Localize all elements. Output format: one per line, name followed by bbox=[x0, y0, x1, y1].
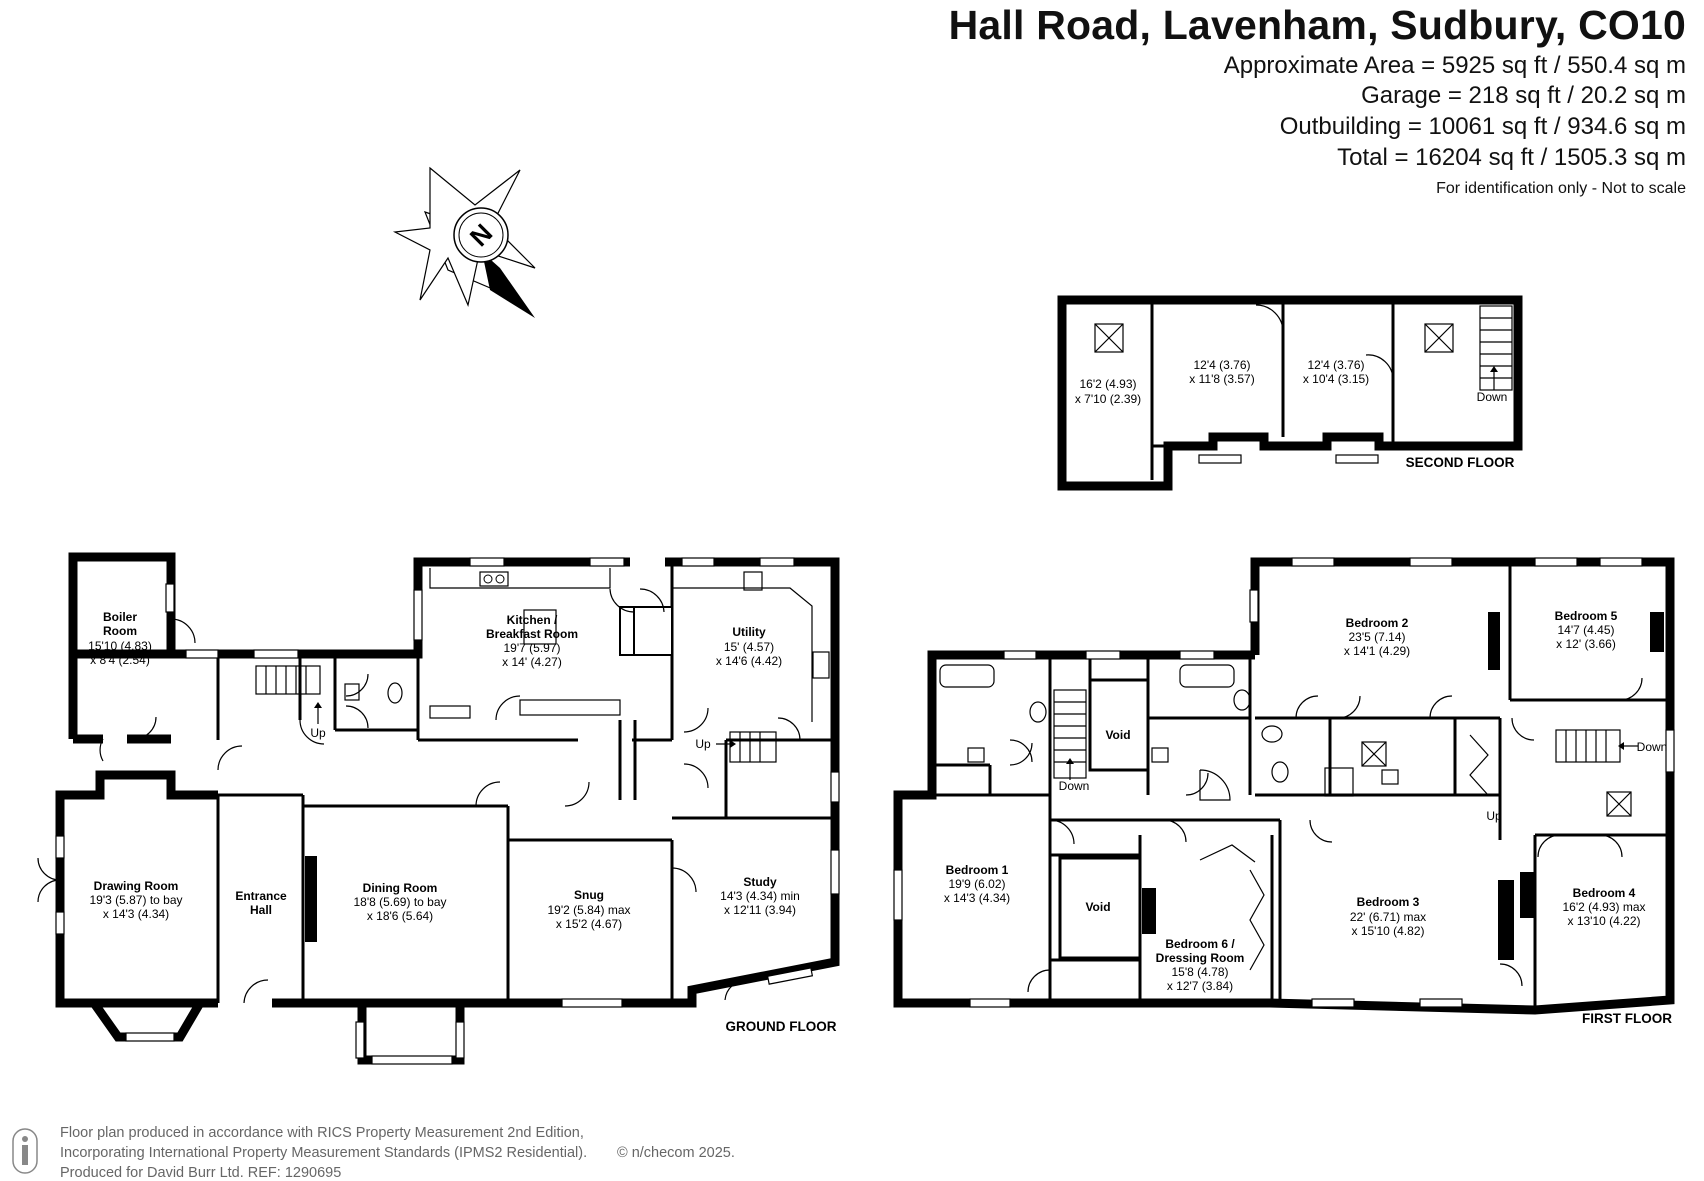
skylight-icon bbox=[1606, 791, 1632, 817]
room-name-kitchen: Breakfast Room bbox=[486, 627, 578, 641]
floor-label-first: FIRST FLOOR bbox=[1582, 1011, 1672, 1026]
room-dimensions: 23'5 (7.14) bbox=[1349, 630, 1406, 644]
room-dimensions: 18'8 (5.69) to bay bbox=[353, 895, 446, 909]
approximate-area: Approximate Area = 5925 sq ft / 550.4 sq… bbox=[1223, 52, 1686, 79]
room-name-boiler: Room bbox=[103, 624, 137, 638]
info-icon bbox=[12, 1128, 38, 1179]
stairs-down-label: Down bbox=[1059, 779, 1090, 793]
bath-icon bbox=[1179, 664, 1235, 688]
room-name-dining: Dining Room bbox=[363, 881, 438, 895]
room-dimensions: x 13'10 (4.22) bbox=[1567, 914, 1640, 928]
room-dimensions: x 11'8 (3.57) bbox=[1189, 372, 1254, 386]
room-dimensions: x 15'2 (4.67) bbox=[556, 917, 622, 931]
room-name-bedroom-4: Bedroom 4 bbox=[1573, 886, 1636, 900]
room-dimensions: 12'4 (3.76) bbox=[1308, 358, 1365, 372]
floor-label-second: SECOND FLOOR bbox=[1406, 455, 1515, 470]
room-dimensions: 16'2 (4.93) bbox=[1080, 377, 1137, 391]
copyright: © n/checom 2025. bbox=[617, 1145, 735, 1161]
room-dimensions: 15'8 (4.78) bbox=[1172, 965, 1229, 979]
stairs-up-label: Up bbox=[310, 726, 326, 740]
skylight-icon bbox=[1424, 323, 1454, 353]
staircase-icon bbox=[1555, 729, 1638, 763]
room-dimensions: 12'4 (3.76) bbox=[1194, 358, 1251, 372]
room-dimensions: 14'3 (4.34) min bbox=[720, 889, 800, 903]
room-dimensions: 15' (4.57) bbox=[724, 640, 774, 654]
room-dimensions: x 12'11 (3.94) bbox=[724, 903, 796, 917]
identification-note: For identification only - Not to scale bbox=[1436, 180, 1686, 197]
room-dimensions: x 14'1 (4.29) bbox=[1344, 644, 1410, 658]
room-name-utility: Utility bbox=[732, 625, 766, 639]
room-dimensions: x 15'10 (4.82) bbox=[1351, 924, 1424, 938]
void-label: Void bbox=[1105, 728, 1130, 742]
room-dimensions: x 18'6 (5.64) bbox=[367, 909, 433, 923]
stairs-up-label: Up bbox=[695, 737, 711, 751]
staircase-icon bbox=[1479, 305, 1513, 391]
room-name-bedroom-1: Bedroom 1 bbox=[946, 863, 1009, 877]
footer-line: Floor plan produced in accordance with R… bbox=[60, 1125, 584, 1141]
room-name-entrance: Hall bbox=[250, 903, 272, 917]
room-dimensions: x 8'4 (2.54) bbox=[90, 653, 150, 667]
room-name-snug: Snug bbox=[574, 888, 604, 902]
room-name-boiler: Boiler bbox=[103, 610, 137, 624]
staircase-icon bbox=[1053, 689, 1087, 780]
compass-north-icon: N bbox=[392, 166, 536, 318]
room-dimensions: 15'10 (4.83) bbox=[88, 639, 152, 653]
room-dimensions: x 12' (3.66) bbox=[1556, 637, 1616, 651]
second-floor-plan: Down 16'2 (4.93) x 7'10 (2.39) 12'4 (3.7… bbox=[1057, 295, 1523, 491]
page-title: Hall Road, Lavenham, Sudbury, CO10 bbox=[948, 2, 1686, 48]
first-floor-plan: Down Down Up Bedroom 1 1 bbox=[893, 557, 1675, 1026]
room-dimensions: 19'7 (5.97) bbox=[504, 641, 561, 655]
room-name-study: Study bbox=[743, 875, 777, 889]
room-dimensions: 14'7 (4.45) bbox=[1558, 623, 1615, 637]
staircase-icon bbox=[255, 665, 322, 724]
room-dimensions: x 12'7 (3.84) bbox=[1167, 979, 1233, 993]
staircase-icon bbox=[716, 731, 777, 763]
floor-label-ground: GROUND FLOOR bbox=[726, 1019, 837, 1034]
skylight-icon bbox=[1094, 323, 1124, 353]
footer-line: Produced for David Burr Ltd. REF: 129069… bbox=[60, 1165, 342, 1181]
room-name-bedroom-2: Bedroom 2 bbox=[1346, 616, 1409, 630]
room-dimensions: x 14'3 (4.34) bbox=[103, 907, 169, 921]
room-dimensions: 19'3 (5.87) to bay bbox=[89, 893, 182, 907]
room-dimensions: 22' (6.71) max bbox=[1350, 910, 1426, 924]
room-dimensions: x 14'6 (4.42) bbox=[716, 654, 782, 668]
ground-floor-plan: Up Up Boiler Room 15'10 (4.83) x 8'4 (2.… bbox=[37, 552, 840, 1065]
room-dimensions: x 10'4 (3.15) bbox=[1303, 372, 1369, 386]
bath-icon bbox=[939, 664, 995, 688]
room-dimensions: x 14'3 (4.34) bbox=[944, 891, 1010, 905]
room-name-bedroom-3: Bedroom 3 bbox=[1357, 895, 1420, 909]
room-dimensions: 16'2 (4.93) max bbox=[1563, 900, 1646, 914]
room-name-kitchen: Kitchen / bbox=[507, 613, 558, 627]
room-dimensions: x 7'10 (2.39) bbox=[1075, 392, 1141, 406]
stairs-down-label: Down bbox=[1477, 390, 1508, 404]
stairs-up-label: Up bbox=[1486, 809, 1502, 823]
total-area: Total = 16204 sq ft / 1505.3 sq m bbox=[1337, 144, 1686, 171]
room-name-bedroom-6: Bedroom 6 / bbox=[1165, 937, 1235, 951]
stairs-down-label: Down bbox=[1637, 740, 1668, 754]
room-name-bedroom-6: Dressing Room bbox=[1156, 951, 1245, 965]
garage-area: Garage = 218 sq ft / 20.2 sq m bbox=[1361, 82, 1686, 109]
room-name-bedroom-5: Bedroom 5 bbox=[1555, 609, 1618, 623]
outbuilding-area: Outbuilding = 10061 sq ft / 934.6 sq m bbox=[1279, 113, 1686, 140]
skylight-icon bbox=[1361, 741, 1387, 767]
room-name-drawing: Drawing Room bbox=[94, 879, 179, 893]
footer-line: Incorporating International Property Mea… bbox=[60, 1145, 588, 1161]
room-name-entrance: Entrance bbox=[235, 889, 287, 903]
room-dimensions: 19'2 (5.84) max bbox=[548, 903, 631, 917]
room-dimensions: 19'9 (6.02) bbox=[949, 877, 1006, 891]
void-label: Void bbox=[1085, 900, 1110, 914]
room-dimensions: x 14' (4.27) bbox=[502, 655, 562, 669]
